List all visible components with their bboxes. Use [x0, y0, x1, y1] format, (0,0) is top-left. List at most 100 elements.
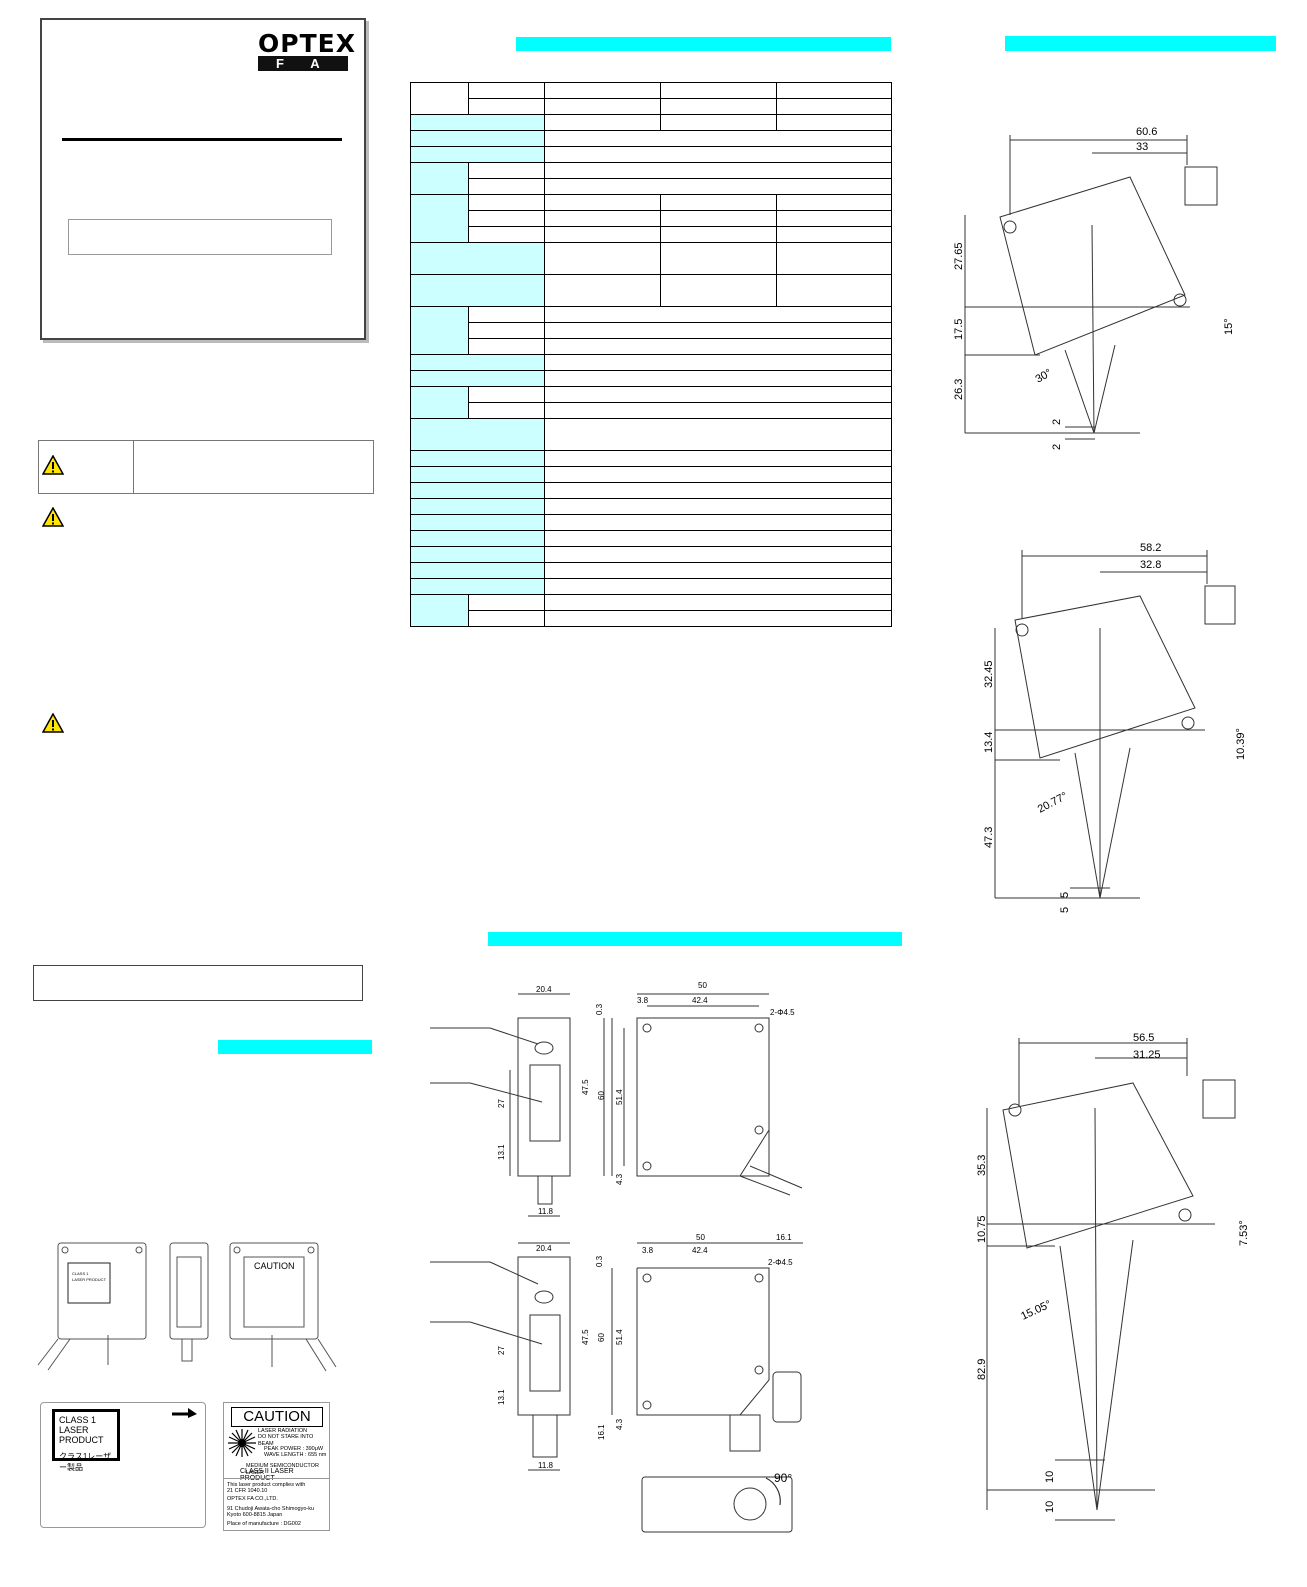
caution-peak: PEAK POWER : 390μW	[264, 1446, 324, 1452]
sv3-t1: 10	[1044, 1471, 1056, 1483]
sv3-h3: 82.9	[976, 1359, 988, 1380]
dim-top-w424: 42.4	[692, 996, 708, 1005]
caution-label: CAUTION LASER RADIATION DO NOT STARE INT…	[223, 1402, 330, 1531]
fa-logo: FA	[258, 56, 348, 71]
sv1-t2: 2	[1051, 444, 1063, 450]
arrow-right-icon	[172, 1408, 197, 1418]
caution-addr1: 91 Chudoji Awata-cho Shimogyo-ku	[227, 1506, 315, 1512]
warning-icon	[42, 507, 64, 527]
sv1-ang: 15°	[1223, 318, 1235, 335]
caution-radiation: LASER RADIATION	[258, 1428, 308, 1434]
dim-bot-h514: 51.4	[615, 1329, 624, 1345]
dim-bot-h60: 60	[597, 1333, 606, 1342]
sv3-ang: 7.53°	[1238, 1220, 1250, 1246]
sv3-h2: 10.75	[976, 1215, 988, 1243]
caution-addr2: Kyoto 600-8815 Japan	[227, 1512, 283, 1518]
spec-table	[410, 82, 892, 627]
sv2-h1: 32.45	[983, 660, 995, 688]
caution-place: Place of manufacture : DG002	[227, 1521, 301, 1527]
sv1-w: 60.6	[1136, 126, 1157, 138]
dim-top-w03: 0.3	[595, 1003, 604, 1015]
dim-bot-h161: 16.1	[597, 1424, 606, 1440]
sv1-h1: 27.65	[953, 242, 965, 270]
optex-logo: OPTEX	[258, 29, 356, 58]
note-box	[33, 965, 363, 1001]
dim-top-w20: 20.4	[536, 985, 552, 994]
sv3-w: 56.5	[1133, 1032, 1154, 1044]
label-location-drawing: CAUTION CLASS 1 LASER PRODUCT	[37, 1242, 337, 1372]
dim-bot-w38: 3.8	[642, 1246, 654, 1255]
class1-box: CLASS 1 LASER PRODUCT クラス1レーザー製品	[52, 1409, 120, 1472]
sv3-beam: 15.05°	[1019, 1298, 1053, 1322]
section-bar-label	[218, 1040, 372, 1054]
dim-top-w38: 3.8	[637, 996, 649, 1005]
dim-bot-h131: 13.1	[497, 1389, 506, 1405]
warning-box	[38, 440, 374, 494]
caution-company: OPTEX FA CO.,LTD.	[227, 1496, 278, 1502]
caution-cfr: 21 CFR 1040.10	[227, 1488, 268, 1494]
side-view-1: 60.6 33 27.65 17.5 26.3 15° 30° 2 2	[953, 126, 1235, 450]
dim-top-h60: 60	[597, 1091, 606, 1100]
class1-line1: CLASS 1	[59, 1415, 97, 1425]
dim-bot-h27: 27	[497, 1346, 506, 1355]
sv2-ang: 10.39°	[1235, 728, 1247, 760]
cover-frame	[40, 18, 366, 340]
warning-icon	[42, 455, 64, 475]
dim-top-w118: 11.8	[538, 1207, 554, 1216]
dim-top-h27: 27	[497, 1099, 506, 1108]
section-bar-dimensions	[488, 932, 902, 946]
sv3-c: 31.25	[1133, 1049, 1161, 1061]
caution-medium: MEDIUM SEMICONDUCTOR LASER	[246, 1463, 319, 1476]
sv1-h3: 26.3	[953, 379, 965, 400]
dim-top-hole: 2-Φ4.5	[770, 1008, 795, 1017]
sv1-c: 33	[1136, 141, 1148, 153]
cover-rule	[62, 138, 342, 141]
sv2-w: 58.2	[1140, 542, 1161, 554]
sv2-h2: 13.4	[983, 732, 995, 753]
dim-top-w50: 50	[698, 981, 707, 990]
caution-title: CAUTION	[231, 1407, 323, 1427]
dim-bot-w118: 11.8	[538, 1461, 554, 1470]
sv2-c: 32.8	[1140, 559, 1161, 571]
sv1-h2: 17.5	[953, 319, 965, 340]
sv2-beam: 20.77°	[1036, 790, 1070, 816]
sv1-beam: 30°	[1034, 367, 1054, 386]
warning-icon	[42, 713, 64, 733]
cover-title-box	[68, 219, 332, 255]
sv3-t2: 10	[1044, 1501, 1056, 1513]
class1-line2: LASER PRODUCT	[59, 1425, 104, 1445]
caution-complies: This laser product complies with	[227, 1482, 306, 1488]
dimension-drawings: 20.4 50 42.4 3.8 0.3 2-Φ4.5 47.5 60 51.4…	[430, 981, 803, 1533]
sv2-t2: 5	[1059, 907, 1071, 913]
dim-bot-w424: 42.4	[692, 1246, 708, 1255]
dim-bot-w50: 50	[696, 1233, 705, 1242]
sv1-t1: 2	[1051, 419, 1063, 425]
sv2-h3: 47.3	[983, 827, 995, 848]
caution-class2: CLASS II LASER PRODUCT	[240, 1468, 294, 1482]
dim-top-h514: 51.4	[615, 1089, 624, 1105]
side-view-2: 58.2 32.8 32.45 13.4 47.3 10.39° 20.77° …	[983, 542, 1247, 913]
class1-jp: クラス1レーザー製品	[59, 1452, 112, 1472]
section-bar-specs	[516, 37, 891, 51]
caution-stare: DO NOT STARE INTO BEAM	[258, 1434, 314, 1447]
dim-bot-hole: 2-Φ4.5	[768, 1258, 793, 1267]
dim-bot-h43: 4.3	[615, 1418, 624, 1430]
dim-bot-w20: 20.4	[536, 1244, 552, 1253]
laser-starburst-icon	[228, 1429, 256, 1457]
sv3-h1: 35.3	[976, 1155, 988, 1176]
dim-bot-rot: 90°	[774, 1471, 792, 1485]
dim-bot-h475: 47.5	[581, 1329, 590, 1345]
dim-top-h475: 47.5	[581, 1079, 590, 1095]
sv2-t1: 5	[1059, 892, 1071, 898]
laser-mini-class: CLASS 1	[72, 1271, 89, 1276]
laser-mini-product: LASER PRODUCT	[72, 1277, 107, 1282]
side-view-3: 56.5 31.25 35.3 10.75 82.9 7.53° 15.05° …	[976, 1032, 1250, 1521]
caution-mini-title: CAUTION	[254, 1261, 295, 1271]
dim-bot-w03: 0.3	[595, 1255, 604, 1267]
dim-top-h43: 4.3	[615, 1173, 624, 1185]
section-bar-beam	[1005, 36, 1276, 51]
caution-wave: WAVE LENGTH : 655 nm	[264, 1452, 327, 1458]
dim-top-h131: 13.1	[497, 1144, 506, 1160]
dim-bot-w161: 16.1	[776, 1233, 792, 1242]
class1-label	[40, 1402, 206, 1528]
